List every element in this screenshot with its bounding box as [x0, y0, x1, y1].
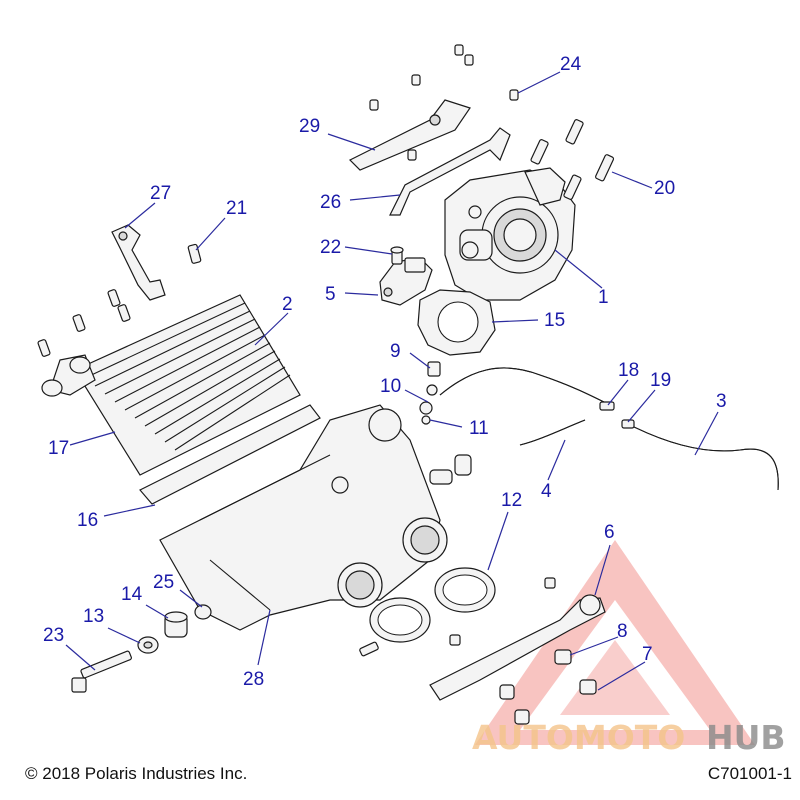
watermark-logo: [475, 540, 755, 745]
callout-13: 13: [83, 606, 104, 627]
callout-8: 8: [617, 621, 628, 642]
callout-6: 6: [604, 522, 615, 543]
callout-7: 7: [642, 644, 653, 665]
callout-18: 18: [618, 360, 639, 381]
copyright-notice: © 2018 Polaris Industries Inc.: [25, 764, 248, 783]
callout-26: 26: [320, 192, 341, 213]
callout-16: 16: [77, 510, 98, 531]
callout-21: 21: [226, 198, 247, 219]
callout-10: 10: [380, 376, 401, 397]
callout-12: 12: [501, 490, 522, 511]
sensor-screw: [390, 246, 404, 265]
grommet-25: [194, 604, 212, 620]
bracket-27: [111, 224, 166, 301]
watermark-text: AUTOMOTO HUB: [472, 718, 786, 757]
callout-20: 20: [654, 178, 675, 199]
bolt-23: [71, 650, 132, 693]
callout-24: 24: [560, 54, 582, 75]
callout-11: 11: [469, 418, 489, 439]
callout-2: 2: [282, 294, 293, 315]
bracket-upper: [348, 99, 471, 171]
callout-29: 29: [299, 116, 320, 137]
callout-25: 25: [153, 572, 174, 593]
screw-21: [187, 243, 202, 264]
callout-27: 27: [150, 183, 171, 204]
vent-hose-4: [519, 419, 586, 446]
watermark-text-primary: AUTOMOTO: [472, 718, 685, 757]
callout-5: 5: [325, 284, 336, 305]
callout-22: 22: [320, 237, 341, 258]
callout-1: 1: [598, 287, 609, 308]
fuel-injectors: [449, 634, 597, 725]
callout-14: 14: [121, 584, 143, 605]
washer-13: [137, 636, 159, 654]
bracket-main: [389, 127, 511, 216]
vent-hose-3: [629, 424, 779, 491]
screw-set-24: [369, 44, 519, 161]
vent-hose-main: [439, 367, 611, 406]
core-screws: [37, 289, 131, 357]
callout-19: 19: [650, 370, 671, 391]
callout-28: 28: [243, 669, 264, 690]
watermark-text-secondary: HUB: [706, 718, 786, 757]
clamp-set: [359, 567, 496, 657]
outlet-fitting: [429, 454, 472, 485]
spacer-14: [164, 611, 188, 638]
callout-3: 3: [716, 391, 727, 412]
callout-17: 17: [48, 438, 69, 459]
intake-manifold: [159, 404, 448, 631]
callout-23: 23: [43, 625, 64, 646]
intercooler-gasket: [139, 404, 321, 505]
callout-9: 9: [390, 341, 401, 362]
throttle-gasket: [417, 289, 496, 356]
hose-fitting-9: [419, 361, 635, 429]
intercooler-core: [41, 294, 301, 476]
callout-labels: 1 2 3 4 5 6 7 8 9 10 11 12 13 14 15 16 1…: [43, 54, 727, 690]
bolt-set-20: [530, 119, 615, 200]
figure-id: C701001-1: [707, 764, 792, 783]
fuel-rail: [429, 577, 606, 701]
callout-15: 15: [544, 310, 565, 331]
callout-4: 4: [541, 481, 552, 502]
throttle-body: [444, 167, 576, 301]
leader-lines: [65, 71, 719, 691]
